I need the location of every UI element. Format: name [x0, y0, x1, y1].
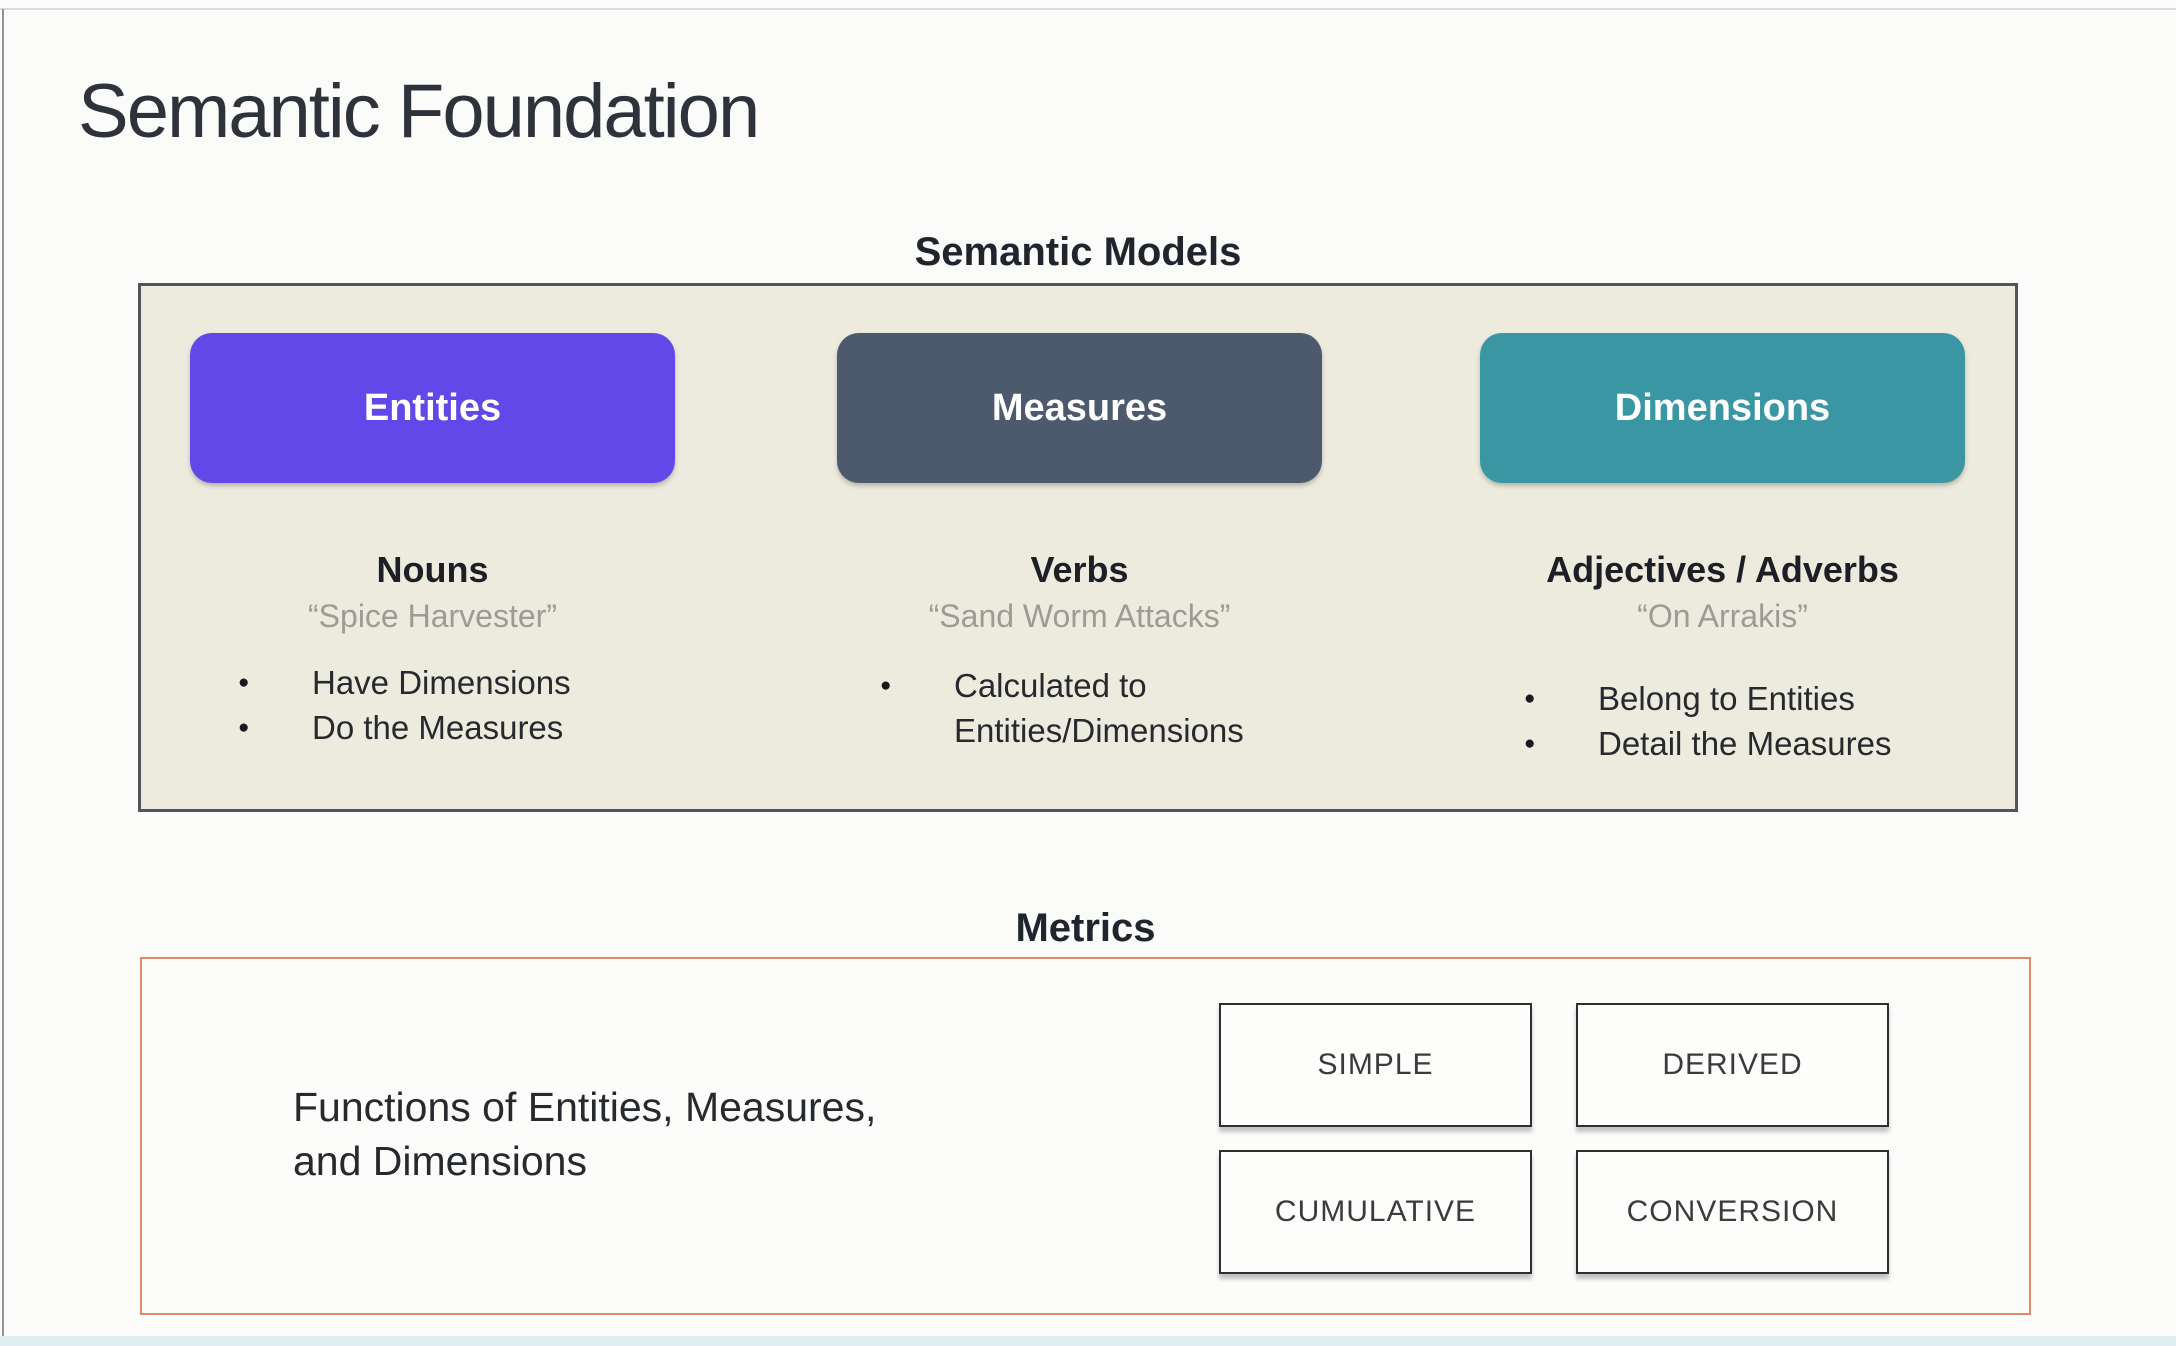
measures-box: Measures: [837, 333, 1322, 483]
bullet-icon: ●: [1524, 733, 1536, 754]
metric-box-cumulative: CUMULATIVE: [1219, 1150, 1532, 1274]
bullet-icon: ●: [238, 717, 250, 738]
list-item: ● Detail the Measures: [1524, 721, 1891, 766]
list-item-label: Do the Measures: [312, 709, 564, 746]
metric-box-simple: SIMPLE: [1219, 1003, 1532, 1127]
semantic-models-heading: Semantic Models: [914, 230, 1242, 274]
metrics-heading: Metrics: [1015, 906, 1156, 950]
entities-bullet-list: ● Have Dimensions ● Do the Measures: [238, 660, 571, 750]
dimensions-part-of-speech: Adjectives / Adverbs: [1546, 549, 1899, 590]
list-item: ● Do the Measures: [238, 705, 571, 750]
bullet-icon: ●: [238, 672, 250, 693]
measures-part-of-speech: Verbs: [1030, 549, 1129, 590]
list-item: ● Have Dimensions: [238, 660, 571, 705]
list-item-line: Entities/Dimensions: [954, 712, 1244, 749]
dimensions-example-quote: “On Arrakis”: [1637, 598, 1808, 634]
list-item-label: Calculated to Entities/Dimensions: [954, 663, 1244, 753]
measures-example-quote: “Sand Worm Attacks”: [928, 598, 1231, 634]
slide-title: Semantic Foundation: [78, 69, 760, 154]
slide-left-edge-line: [2, 9, 4, 1346]
list-item-label: Have Dimensions: [312, 664, 571, 701]
entities-part-of-speech: Nouns: [376, 549, 489, 590]
dimensions-bullet-list: ● Belong to Entities ● Detail the Measur…: [1524, 676, 1891, 766]
metric-box-derived: DERIVED: [1576, 1003, 1889, 1127]
metric-box-conversion: CONVERSION: [1576, 1150, 1889, 1274]
metrics-description: Functions of Entities, Measures, and Dim…: [293, 1080, 876, 1188]
slide-top-edge-line: [0, 8, 2176, 10]
bullet-icon: ●: [1524, 688, 1536, 709]
list-item-line: Calculated to: [954, 667, 1147, 704]
list-item-label: Belong to Entities: [1598, 680, 1855, 717]
metrics-description-line: Functions of Entities, Measures,: [293, 1084, 877, 1130]
list-item-label: Detail the Measures: [1598, 725, 1892, 762]
list-item: ● Belong to Entities: [1524, 676, 1891, 721]
entities-example-quote: “Spice Harvester”: [308, 598, 557, 634]
measures-bullet-list: ● Calculated to Entities/Dimensions: [880, 663, 1244, 753]
slide-bottom-edge-strip: [0, 1336, 2176, 1346]
dimensions-box: Dimensions: [1480, 333, 1965, 483]
metrics-description-line: and Dimensions: [293, 1138, 587, 1184]
bullet-icon: ●: [880, 675, 892, 696]
list-item: ● Calculated to Entities/Dimensions: [880, 663, 1244, 753]
entities-box: Entities: [190, 333, 675, 483]
